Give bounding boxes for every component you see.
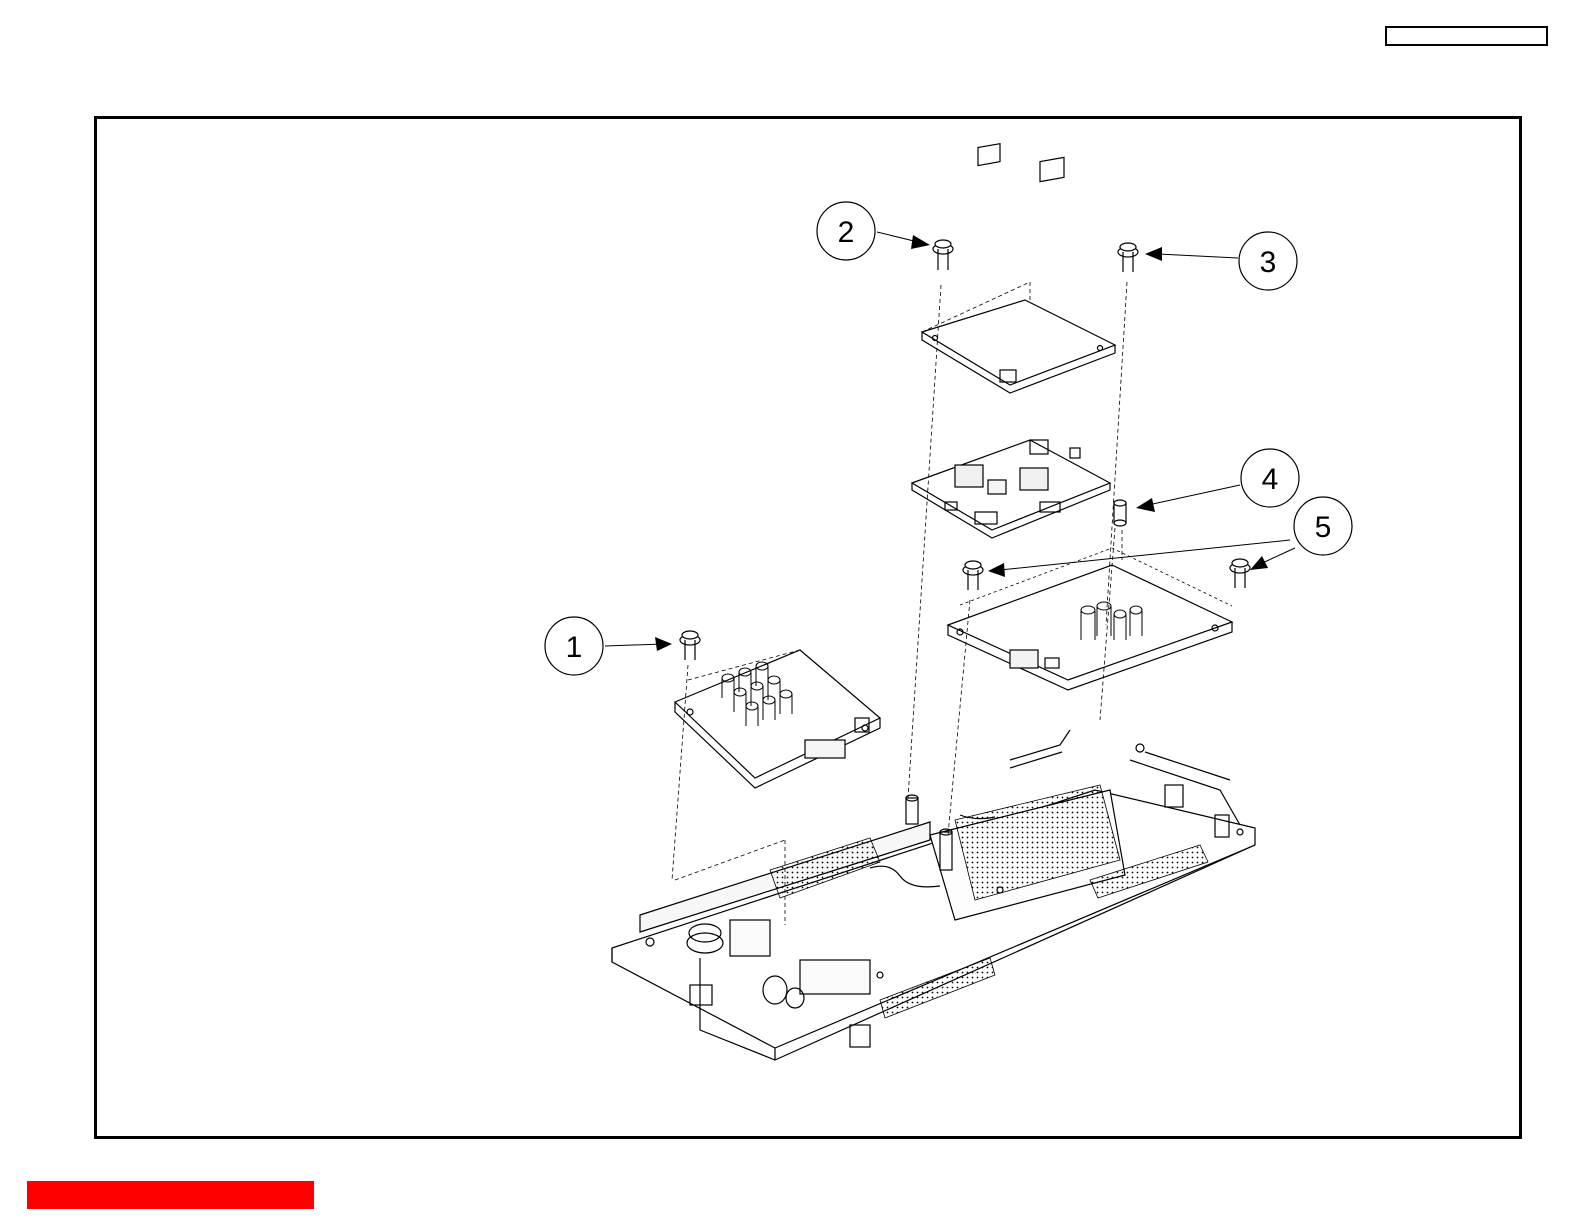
callout-arrowheads: [655, 235, 1268, 651]
digital-pcb: [912, 440, 1110, 538]
callout-number-3: 3: [1260, 246, 1277, 279]
callout-number-5: 5: [1315, 511, 1332, 544]
left-pcb-assembly: [675, 650, 880, 788]
callout-number-1: 1: [566, 631, 583, 664]
callout-number-4: 4: [1262, 463, 1279, 496]
callout-numbers: 1 2 3 4 5: [566, 216, 1332, 664]
shield-plate: [922, 144, 1115, 393]
callout-leaders: [605, 232, 1295, 646]
screw-1-icon: [680, 631, 700, 660]
callout-number-2: 2: [838, 216, 855, 249]
screw-3-icon: [1118, 243, 1138, 272]
screw-5b-icon: [1230, 559, 1250, 588]
standoff-4-icon: [1114, 500, 1126, 526]
screw-2-icon: [933, 240, 953, 270]
back-nav-button[interactable]: [27, 1181, 314, 1209]
main-chassis: [612, 730, 1255, 1060]
screw-5a-icon: [963, 561, 983, 590]
power-pcb: [948, 548, 1232, 690]
